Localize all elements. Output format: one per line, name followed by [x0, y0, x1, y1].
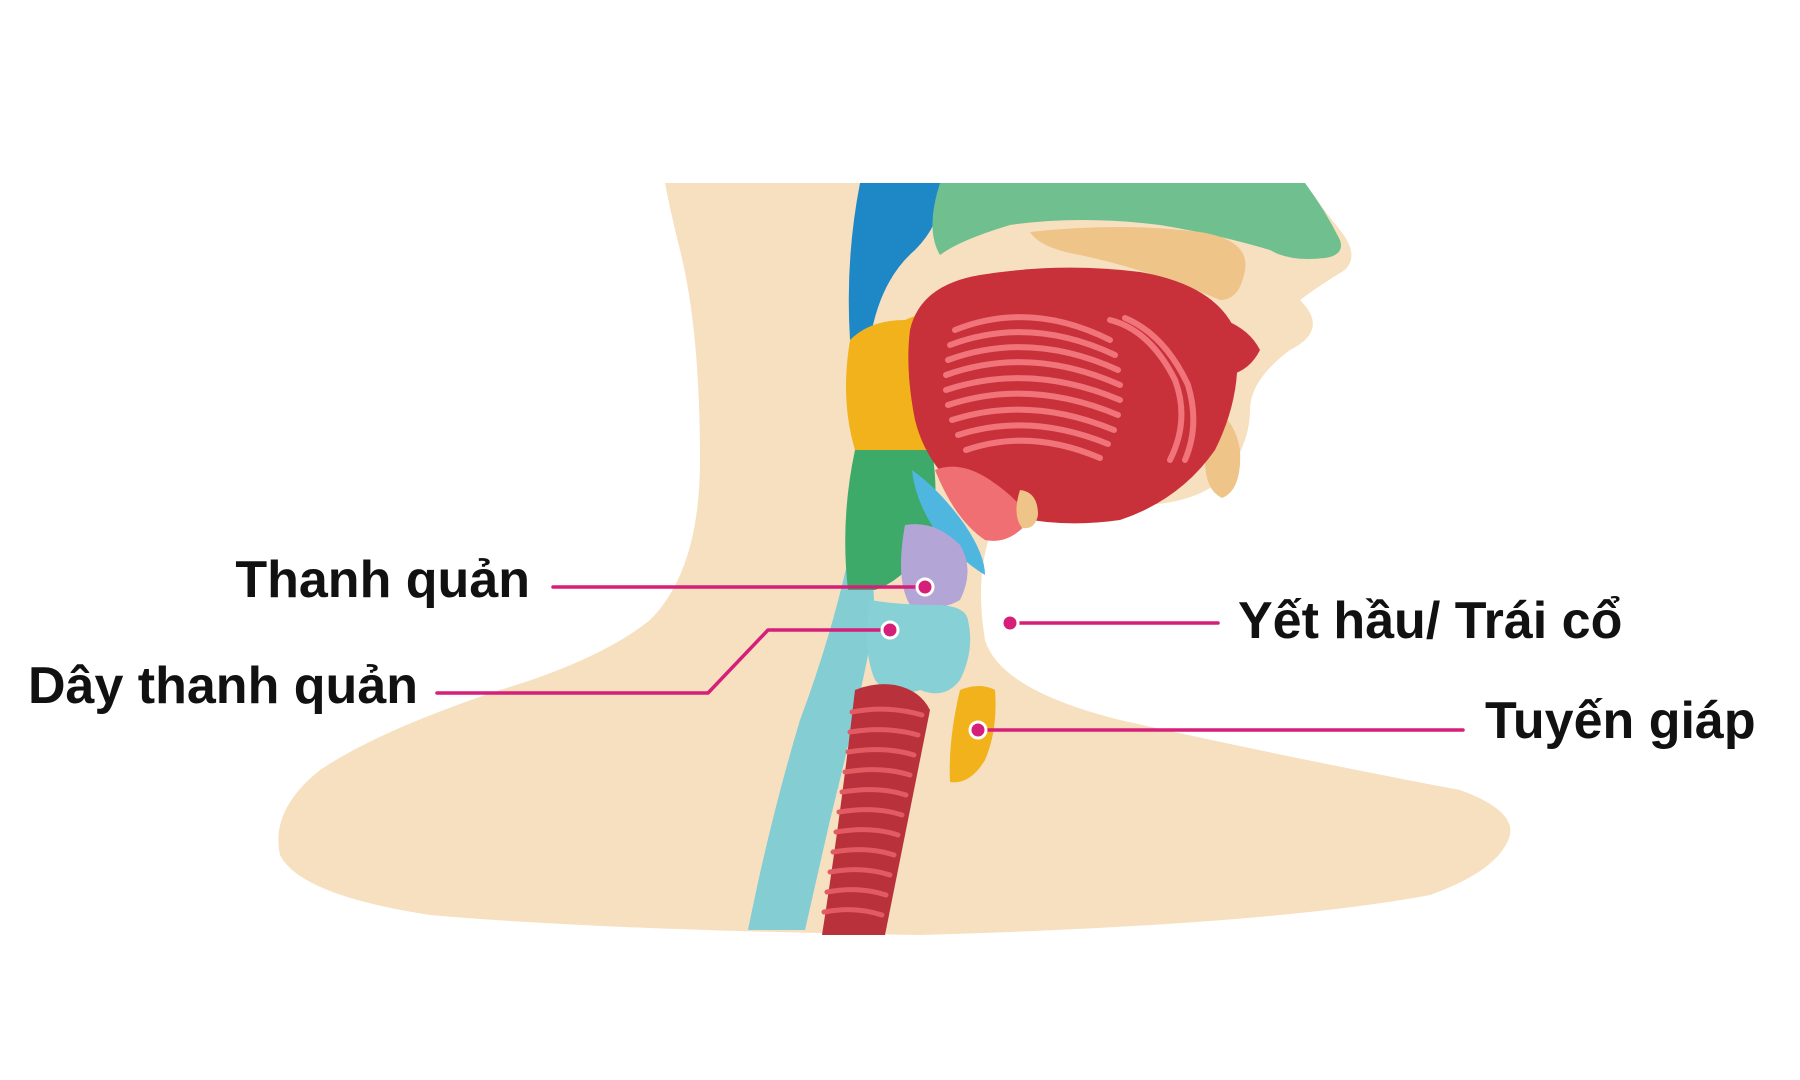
dot-marker-icon: [880, 620, 900, 640]
dot-marker-icon: [915, 577, 935, 597]
dot-marker-icon: [968, 720, 988, 740]
epiglottis-tissue: [935, 466, 1030, 541]
label-adams-apple: Yết hầu/ Trái cổ: [1238, 592, 1622, 650]
label-larynx: Thanh quản: [235, 551, 530, 609]
tonsil: [1016, 490, 1038, 529]
lips: [1225, 320, 1260, 375]
palate: [1030, 227, 1246, 300]
light-blue-tissue: [912, 470, 985, 575]
label-vocal-cords: Dây thanh quản: [28, 657, 418, 715]
label-thyroid: Tuyến giáp: [1485, 692, 1756, 750]
spinal-column-lower: [748, 560, 875, 930]
spinal-column-upper: [848, 183, 941, 340]
trachea-rings: [821, 706, 925, 918]
pointer-lines: [435, 585, 1465, 732]
tongue-muscle-stripes: [943, 314, 1197, 463]
pointer-dots: [880, 577, 1020, 740]
pointer-line-vocal-cords: [435, 628, 892, 695]
vocal-cords-shape: [866, 600, 971, 694]
dot-marker-icon: [1000, 613, 1020, 633]
nasal-cavity: [932, 183, 1341, 259]
